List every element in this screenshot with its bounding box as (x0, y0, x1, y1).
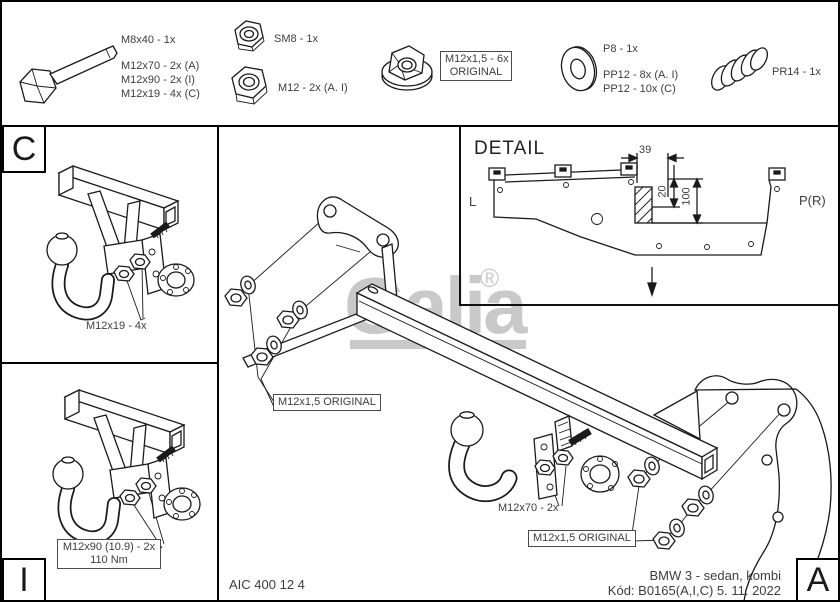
detail-dim-20: 20 (656, 185, 669, 198)
view-c-drawing (46, 164, 195, 321)
view-label-a-text: A (806, 560, 830, 599)
original-nut-annotation-right: M12x1,5 ORIGINAL (528, 530, 636, 547)
bolt-variant-1: M12x70 - 2x (A) (121, 60, 200, 72)
fasteners-right (627, 456, 714, 550)
exploded-view-drawing: Galia ® (224, 196, 832, 600)
center-bolts-annotation: M12x70 - 2x (498, 502, 559, 514)
flange-nut-label-line1: M12x1,5 - 6x (445, 53, 509, 65)
view-label-c-text: C (11, 129, 37, 168)
top-strip-divider (2, 125, 838, 127)
bolt-label: M8x40 - 1x (121, 34, 176, 46)
view-i-annotation-line2: 110 Nm (90, 554, 128, 566)
detail-left-marker: L (469, 194, 477, 209)
cross-beam (355, 283, 719, 481)
footer-vehicle-block: BMW 3 - sedan, kombi Kód: B0165(A,I,C) 5… (551, 568, 781, 598)
detail-dim-100: 100 (680, 187, 693, 206)
flange-nut-label-line2: ORIGINAL (449, 66, 503, 78)
towbar-ball-i (52, 388, 201, 549)
detail-drawing (488, 153, 786, 298)
lock-nut-label: SM8 - 1x (274, 33, 319, 45)
plain-nut-label: M12 - 2x (A. I) (278, 82, 348, 94)
spring-icon (711, 47, 769, 91)
plain-nut-icon (231, 66, 268, 105)
flange-nut-icon (381, 45, 433, 91)
bolt-variant-2: M12x90 - 2x (I) (121, 74, 195, 86)
washer-variant-1: PP12 - 8x (A. I) (603, 69, 679, 81)
view-i-drawing (52, 388, 201, 549)
left-cells-divider (2, 362, 219, 364)
vehicle-code: Kód: B0165(A,I,C) 5. 11. 2022 (607, 583, 781, 598)
view-label-c: C (2, 125, 46, 173)
hex-bolt-icon (19, 45, 118, 104)
original-nut-annotation-left: M12x1,5 ORIGINAL (273, 394, 381, 411)
drawing-number: AIC 400 12 4 (229, 577, 305, 592)
view-i-annotation: M12x90 (10.9) - 2x 110 Nm (57, 539, 161, 569)
registered-mark: ® (480, 263, 499, 293)
towbar-ball-c (46, 164, 195, 321)
spring-label: PR14 - 1x (772, 66, 821, 78)
view-label-i: I (2, 558, 46, 600)
detail-right-marker: P(R) (799, 193, 826, 208)
lock-nut-icon (234, 20, 265, 52)
view-c-annotation: M12x19 - 4x (86, 320, 147, 332)
flange-nut-label: M12x1,5 - 6x ORIGINAL (440, 51, 512, 81)
detail-title: DETAIL (474, 138, 546, 159)
bolt-variant-3: M12x19 - 4x (C) (121, 88, 200, 100)
vehicle-name: BMW 3 - sedan, kombi (649, 568, 782, 583)
view-label-a: A (796, 558, 838, 600)
washer-label: P8 - 1x (603, 43, 638, 55)
view-label-i-text: I (19, 560, 29, 599)
detail-dim-39: 39 (639, 144, 652, 156)
view-i-annotation-line1: M12x90 (10.9) - 2x (62, 541, 156, 553)
washer-icon (560, 46, 598, 92)
right-bracket (693, 375, 832, 600)
gusset-fin (652, 389, 701, 441)
towball-assembly (448, 411, 620, 503)
fasteners-left (224, 275, 308, 366)
washer-variant-2: PP12 - 10x (C) (603, 83, 676, 95)
